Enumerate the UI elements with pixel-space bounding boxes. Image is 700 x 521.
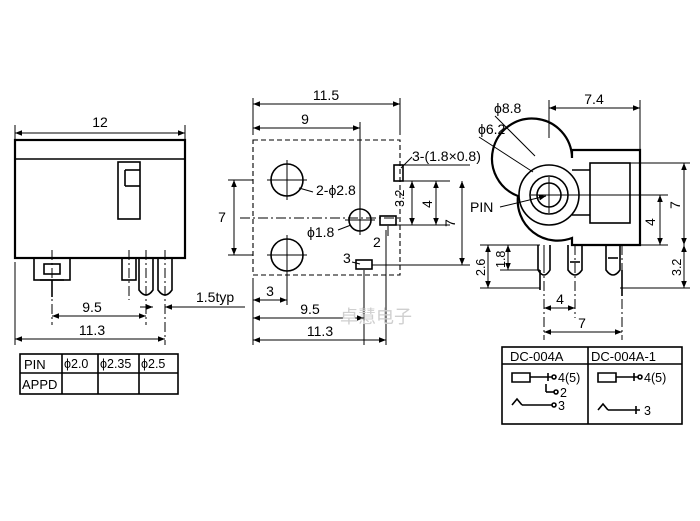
side-dim-3-2: 3.2 xyxy=(670,259,684,276)
bottom-dim-9-5: 9.5 xyxy=(300,301,320,317)
schematic-table: DC-004A DC-004A-1 4(5) 2 3 4(5) 3 xyxy=(501,346,683,425)
bottom-width-dim: 11.5 xyxy=(313,87,339,103)
bottom-dim-7-right: 7 xyxy=(442,219,458,227)
schematic-col1-title: DC-004A xyxy=(510,349,564,364)
front-width-dim: 12 xyxy=(92,114,108,130)
pin-table-header-2-0: ϕ2.0 xyxy=(64,357,88,371)
slot-label: 3-(1.8×0.8) xyxy=(412,148,481,164)
side-dim-7-vert: 7 xyxy=(667,201,683,209)
side-dim-2-6: 2.6 xyxy=(474,259,488,276)
front-overall-dim: 11.3 xyxy=(79,322,105,338)
dia-8-8-label: ϕ8.8 xyxy=(494,100,522,116)
col2-pin-4-5: 4(5) xyxy=(644,371,666,385)
pin-table: PIN ϕ2.0 ϕ2.35 ϕ2.5 APPD xyxy=(19,353,179,395)
col2-pin-3: 3 xyxy=(644,404,651,418)
side-pin-label: PIN xyxy=(470,199,493,215)
schematic-col2-title: DC-004A-1 xyxy=(591,349,656,364)
large-hole-label: 2-ϕ2.8 xyxy=(316,182,356,198)
side-view: 7.4 ϕ8.8 ϕ6.2 PIN 4 7 3.2 xyxy=(470,91,690,340)
side-dim-1-8: 1.8 xyxy=(494,251,508,268)
watermark: 卓慧电子 xyxy=(340,307,412,327)
side-dim-4-vert: 4 xyxy=(642,218,658,226)
side-dim-4-horiz: 4 xyxy=(556,291,564,307)
bottom-dim-3-slot: 3 xyxy=(343,250,351,266)
col1-pin-3: 3 xyxy=(558,399,565,413)
bottom-dim-11-3: 11.3 xyxy=(307,323,333,339)
pin-table-header-2-35: ϕ2.35 xyxy=(100,357,131,371)
bottom-dim-4: 4 xyxy=(419,200,435,208)
bottom-dim-2: 2 xyxy=(373,234,381,250)
dia-6-2-label: ϕ6.2 xyxy=(478,121,506,137)
col1-pin-4-5: 4(5) xyxy=(558,371,580,385)
pin-table-header-pin: PIN xyxy=(24,357,46,372)
pin-table-header-2-5: ϕ2.5 xyxy=(141,357,165,371)
front-view: 12 9.5 11.3 1.5typ xyxy=(13,114,245,345)
bottom-dim-3-lower: 3 xyxy=(266,283,274,299)
bottom-dim-3-2: 3.2 xyxy=(393,190,407,207)
bottom-view: 11.5 9 7 2-ϕ2.8 ϕ1.8 xyxy=(218,87,481,345)
pin-table-row-label: APPD xyxy=(22,377,57,392)
side-width-dim: 7.4 xyxy=(584,91,604,107)
col1-pin-2: 2 xyxy=(560,386,567,400)
side-dim-7-horiz: 7 xyxy=(578,315,586,331)
front-pin-spacing-dim: 9.5 xyxy=(82,299,102,315)
bottom-height-dim: 7 xyxy=(218,209,226,225)
bottom-hole-spacing-dim: 9 xyxy=(301,111,309,127)
pin-pitch-label: 1.5typ xyxy=(196,289,234,305)
small-hole-label: ϕ1.8 xyxy=(307,224,335,240)
